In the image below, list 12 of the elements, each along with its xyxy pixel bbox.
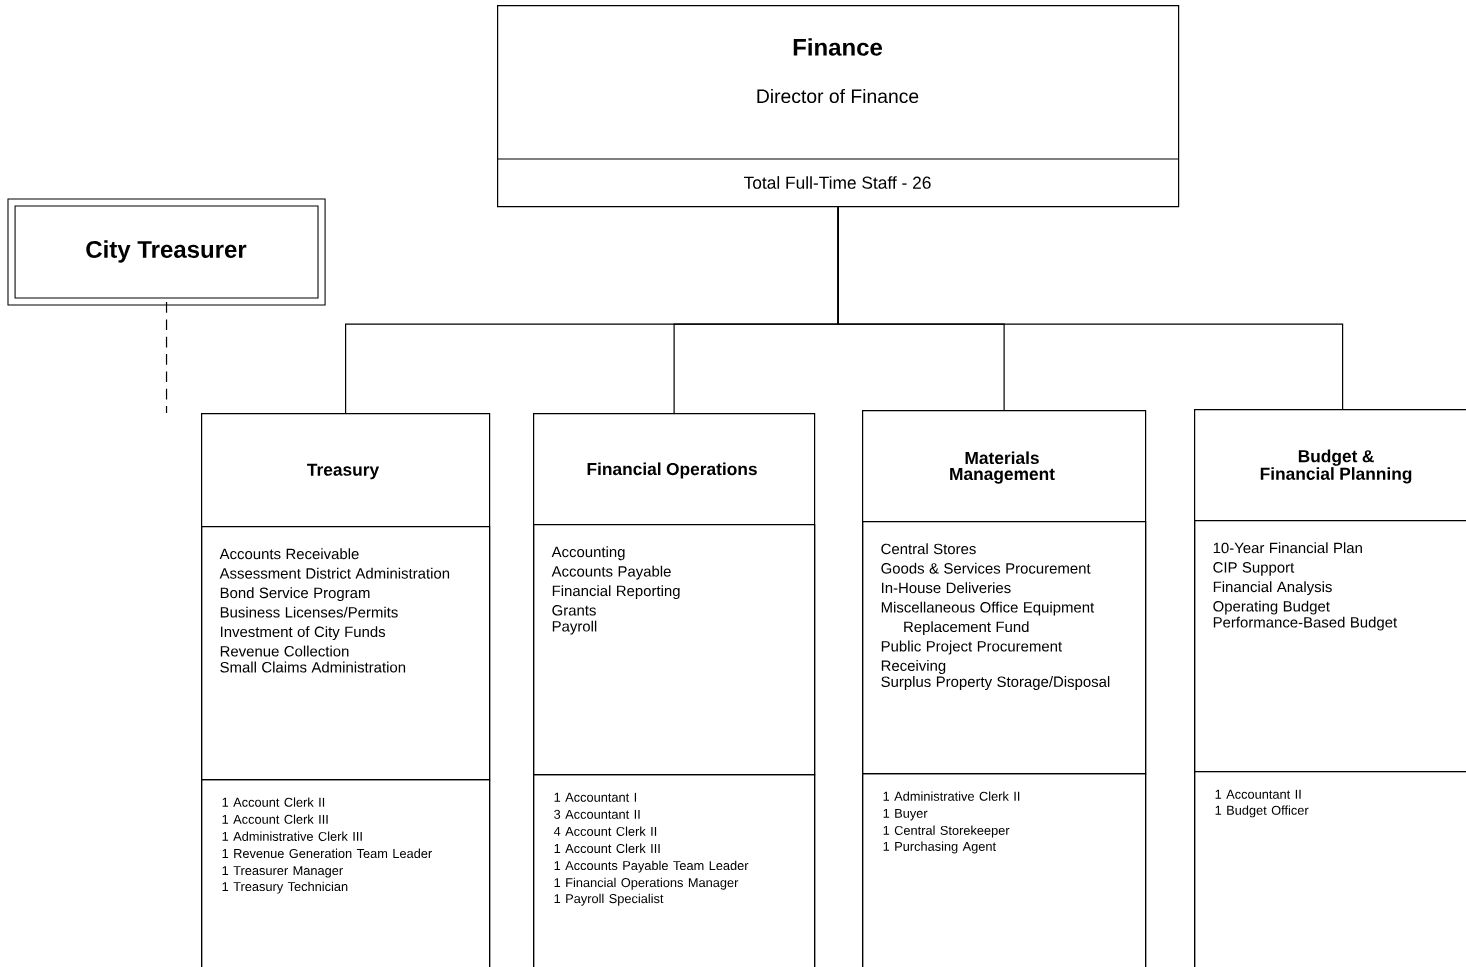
staff-list: 1 Accountant I 3 Accountant II 4 Account Clerk II 1 Account Clerk III 1 Accounts Payable Team Leader 1 Financial Operations Manager 1 Payroll Specialist [533, 774, 816, 967]
title-box: City Treasurer [7, 198, 326, 306]
function-list: Accounts Receivable Assessment District Administration Bond Service Program Business Licenses/Permits Investment of City Funds Revenue Collection Small Claims Administration [201, 526, 491, 781]
connector-line [837, 206, 1344, 410]
staff-list: 1 Accountant II 1 Budget Officer [1194, 771, 1466, 967]
connector-line [165, 301, 168, 414]
staff-list: 1 Administrative Clerk II 1 Buyer 1 Central Storekeeper 1 Purchasing Agent [862, 773, 1147, 967]
header-box: Finance Director of Finance Total Full-Time Staff - 26 [496, 5, 1180, 208]
staff-list: 1 Account Clerk II 1 Account Clerk III 1 Administrative Clerk III 1 Revenue Generation Team Leader 1 Treasurer Manager 1 Treasury Technician [201, 779, 491, 967]
function-list: Accounting Accounts Payable Financial Reporting Grants Payroll [533, 524, 816, 776]
function-list: 10-Year Financial Plan CIP Support Financial Analysis Operating Budget Performance-Based Budget [1194, 520, 1466, 773]
function-list: Central Stores Goods & Services Procurement In-House Deliveries Miscellaneous Office Equipment Replacement Fund Public Project Procurement Receiving Surplus Property Storage/Disposal [862, 521, 1147, 775]
